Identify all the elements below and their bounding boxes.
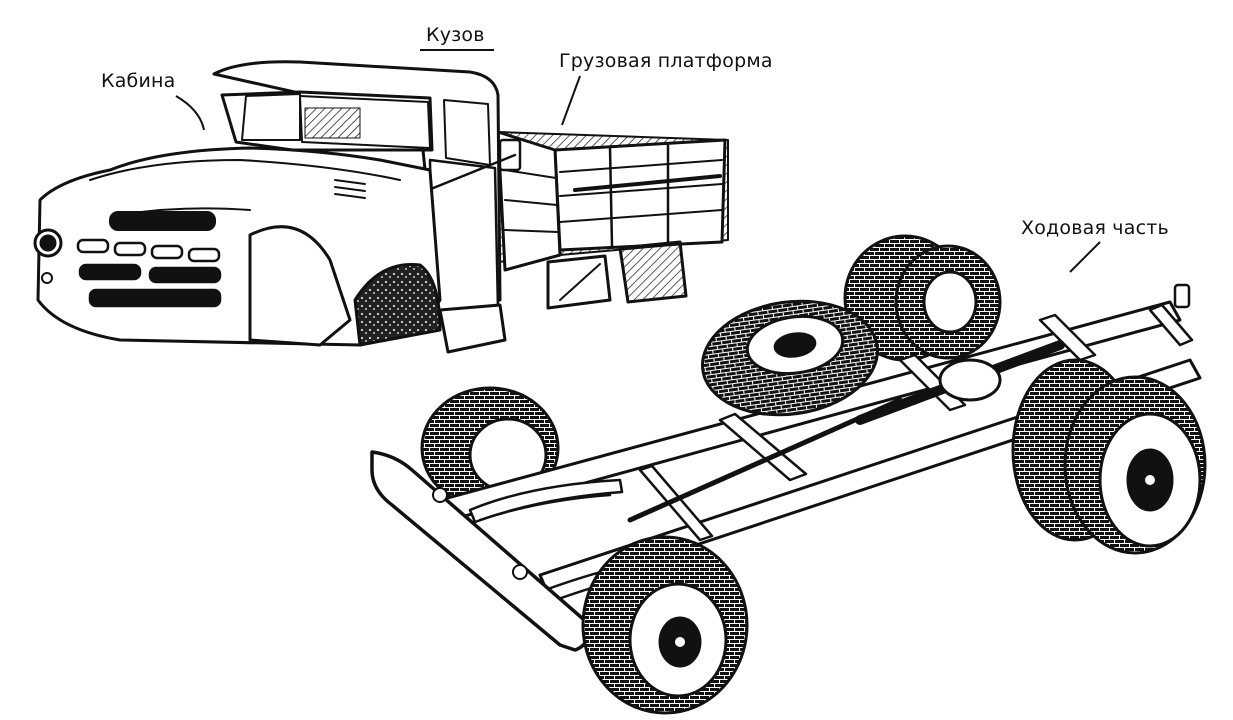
truck-body [33,60,729,354]
cab [33,60,522,354]
label-cab: Кабина [101,70,176,92]
cargo-platform [496,130,729,310]
label-chassis: Ходовая часть [1021,217,1169,239]
front-wheel-front [581,535,749,715]
chassis [370,234,1207,715]
chassis-leader [1069,241,1101,273]
label-cargo-platform: Грузовая платформа [559,50,773,72]
rear-wheel-front [1011,358,1207,555]
leader-lines [175,49,1101,273]
cab-leader [175,95,205,131]
rear-wheel-back [843,234,1002,362]
spare-tire [701,299,879,417]
platform-leader [561,75,581,126]
label-body: Кузов [426,24,485,46]
